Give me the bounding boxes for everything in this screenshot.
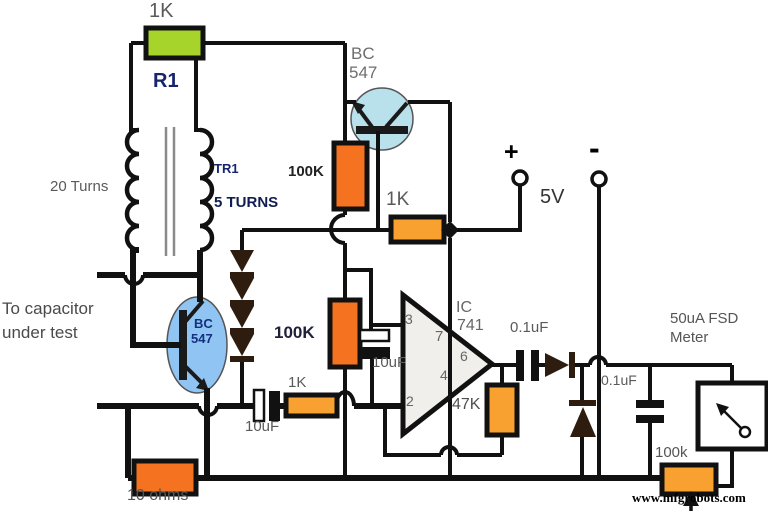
capacitor-01uf-output-icon <box>516 350 539 381</box>
r-sense-label: 10 ohms <box>127 487 189 504</box>
ic-label-line2: 741 <box>457 317 484 334</box>
diode-clamp-icon <box>569 400 596 437</box>
c-out-label: 0.1uF <box>510 319 549 336</box>
q2-label-line1: BC <box>194 316 213 331</box>
minus-terminal-icon <box>590 170 608 188</box>
r-top-label: 100K <box>288 163 324 180</box>
resistor-10ohms <box>131 458 199 497</box>
primary-turns-label: 20 Turns <box>50 178 109 195</box>
diode-chain-icon <box>230 250 254 362</box>
r-cal-label: 100k <box>655 444 688 461</box>
primary-winding-icon <box>124 127 140 253</box>
r-bias-label: 1K <box>386 189 410 210</box>
q2-label-line2: 547 <box>191 331 213 346</box>
preset-wiper-arrow-icon <box>683 491 699 511</box>
r-divider-label: 100K <box>274 323 315 342</box>
meter-icon <box>695 380 768 452</box>
supply-voltage-label: 5V <box>540 186 565 208</box>
pin3-label: 3 <box>405 311 413 327</box>
c-ref-label: 10uF <box>372 354 407 371</box>
meter-label-line2: Meter <box>670 329 709 346</box>
resistor-1k-bias <box>388 214 447 245</box>
supply-plus-label: + <box>504 138 519 166</box>
pin6-label: 6 <box>460 348 468 364</box>
r1-name-label: R1 <box>153 70 179 92</box>
c-input-label: 10uF <box>245 418 280 435</box>
meter-label-line1: 50uA FSD <box>670 310 739 327</box>
transistor-q2-icon <box>166 296 228 394</box>
resistor-1k-input <box>283 392 340 419</box>
secondary-winding-icon <box>199 127 215 253</box>
ic-label-line1: IC <box>456 299 472 316</box>
resistor-100k-top <box>331 140 370 212</box>
probe-label-line1: To capacitor <box>2 299 94 318</box>
supply-minus-label: - <box>589 130 600 166</box>
r1-value-label: 1K <box>149 0 174 22</box>
opamp-triangle-icon <box>400 289 497 440</box>
pin7-label: 7 <box>435 328 444 345</box>
pin2-label: 2 <box>406 393 414 409</box>
q1-label-line2: 547 <box>349 63 378 82</box>
transformer-core-icon <box>164 127 176 256</box>
secondary-turns-label: 5 TURNS <box>214 194 279 211</box>
resistor-100k-divider <box>327 297 363 370</box>
preset-100k <box>659 462 719 497</box>
junction-dot <box>441 221 459 239</box>
probe-label-line2: under test <box>2 323 78 342</box>
wires-main <box>129 41 734 488</box>
diode-series-icon <box>545 352 575 378</box>
capacitor-10uf-ref-icon <box>358 328 391 359</box>
capacitor-10uf-input-icon <box>252 388 280 423</box>
pin4-label: 4 <box>440 367 448 383</box>
r-input-label: 1K <box>288 374 307 391</box>
resistor-47k <box>484 382 520 438</box>
r-feedback-label: 47K <box>452 396 481 413</box>
transformer-name-label: TR1 <box>214 161 239 176</box>
capacitor-01uf-filter-icon <box>636 400 664 423</box>
watermark: www.mfgrobots.com <box>632 490 746 505</box>
resistor-r1 <box>143 25 206 61</box>
q1-label-line1: BC <box>351 44 375 63</box>
plus-terminal-icon <box>511 169 529 187</box>
transistor-q1-icon <box>350 87 414 151</box>
c-filter-label: 0.1uF <box>601 372 637 388</box>
wire-hops <box>123 213 608 456</box>
